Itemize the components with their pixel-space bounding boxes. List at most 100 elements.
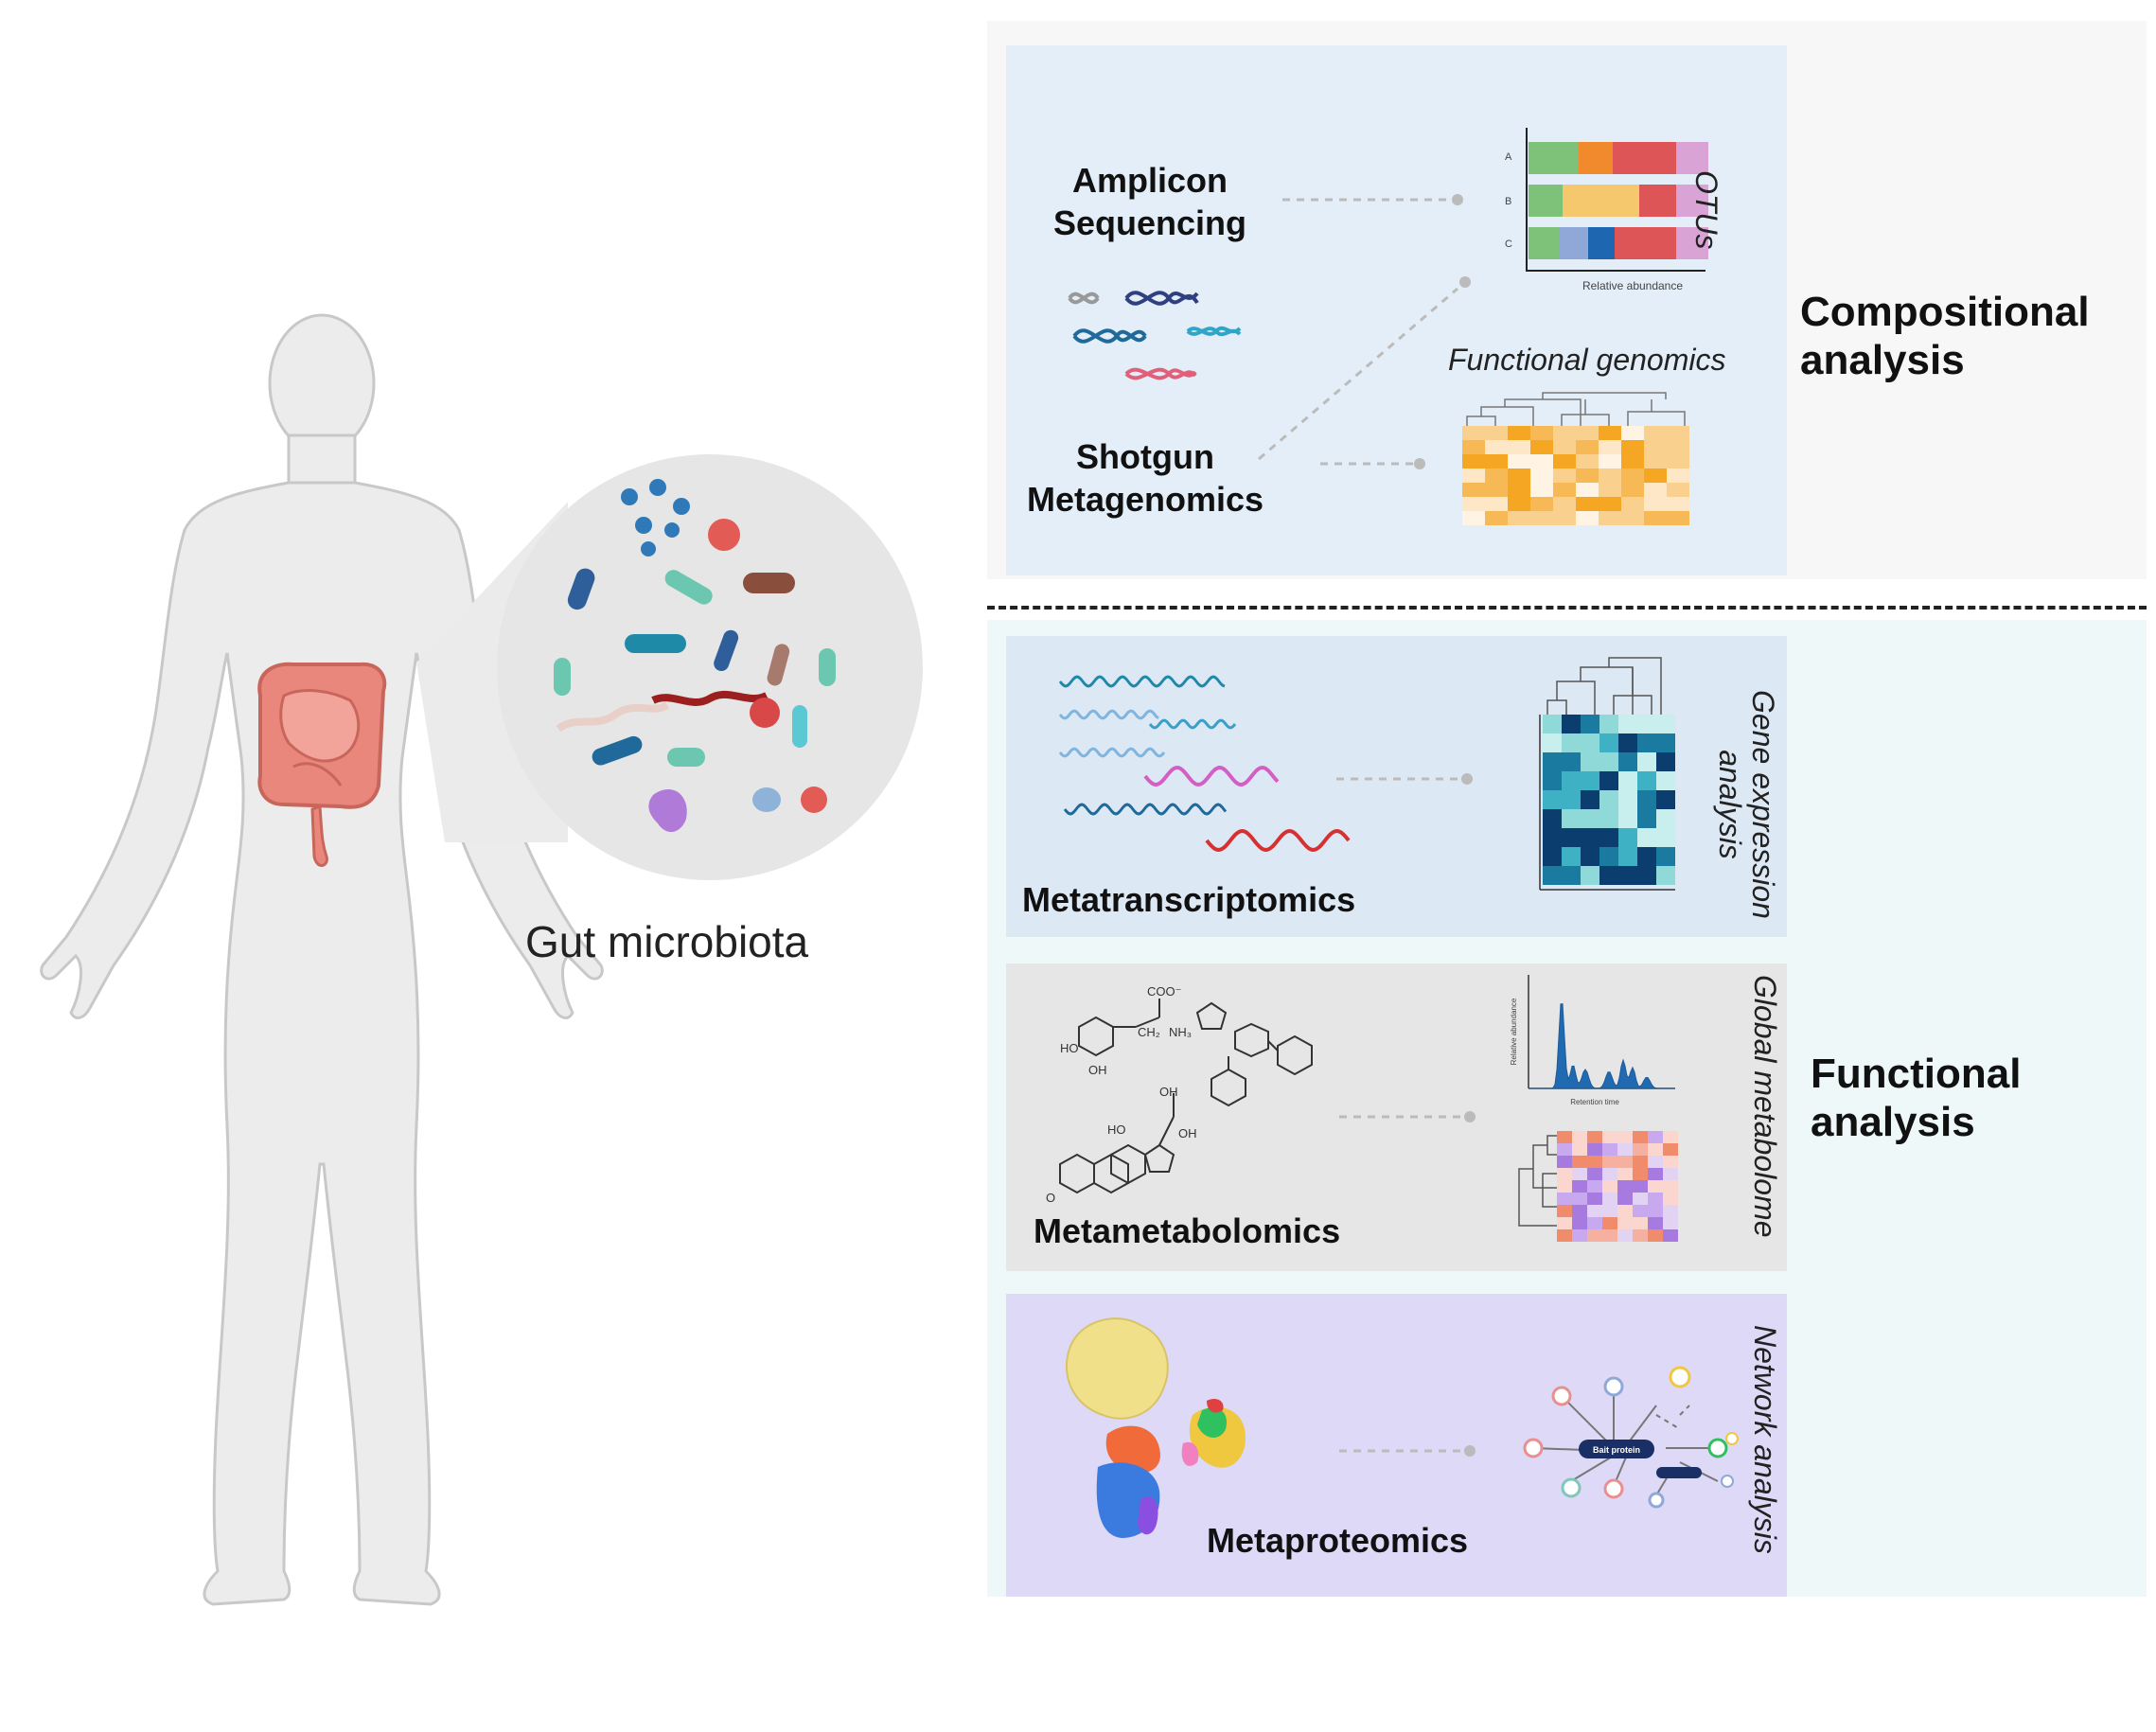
bacterium-icon (625, 634, 686, 653)
virus-cluster-icon (621, 479, 690, 557)
heatmap-cell (1485, 497, 1508, 511)
svg-text:O: O (1046, 1191, 1055, 1205)
heatmap-cell (1557, 1143, 1572, 1156)
heatmap-cell (1637, 828, 1656, 847)
heatmap-cell (1508, 511, 1530, 525)
heatmap-cell (1644, 440, 1667, 454)
heatmap-cell (1572, 1156, 1587, 1168)
heatmap-cell (1530, 497, 1553, 511)
heatmap-cell (1656, 828, 1675, 847)
heatmap-cell (1587, 1205, 1602, 1217)
heatmap-cell (1621, 468, 1644, 483)
heatmap-cell (1663, 1205, 1678, 1217)
heatmap-cell (1618, 790, 1637, 809)
heatmap-cell (1530, 454, 1553, 468)
heatmap-cell (1581, 715, 1599, 733)
otu-row-label: A (1505, 151, 1512, 163)
heatmap-cell (1562, 809, 1581, 828)
dna-icons (1068, 291, 1242, 380)
heatmap-cell (1618, 752, 1637, 771)
gene-expression-heatmap (1539, 657, 1675, 891)
heatmap-cell (1656, 866, 1675, 885)
otu-bar-c (1529, 227, 1708, 259)
heatmap-cell (1572, 1217, 1587, 1229)
svg-text:NH₃: NH₃ (1169, 1025, 1192, 1039)
heatmap-cell (1557, 1229, 1572, 1242)
heatmap-cell (1618, 828, 1637, 847)
heatmap-cell (1562, 866, 1581, 885)
heatmap-cell (1581, 828, 1599, 847)
heatmap-cell (1557, 1180, 1572, 1193)
metatranscriptomics-label: Metatranscriptomics (1022, 880, 1356, 919)
heatmap-cell (1637, 715, 1656, 733)
gut-microbiota-caption: Gut microbiota (525, 917, 809, 966)
heatmap-cell (1462, 440, 1485, 454)
metaproteomics-label: Metaproteomics (1207, 1521, 1469, 1560)
heatmap-cell (1485, 511, 1508, 525)
microbiota-zoom (416, 454, 923, 880)
heatmap-cell (1644, 511, 1667, 525)
svg-text:OH: OH (1178, 1126, 1197, 1140)
heatmap-cell (1637, 771, 1656, 790)
heatmap-cell (1485, 483, 1508, 497)
heatmap-cell (1543, 733, 1562, 752)
otu-row-label: C (1505, 239, 1512, 250)
heatmap-cell (1462, 454, 1485, 468)
heatmap-cell (1621, 454, 1644, 468)
bacterium-icon (743, 573, 795, 593)
heatmap-cell (1553, 440, 1576, 454)
heatmap-cell (1667, 497, 1689, 511)
heatmap-cell (1530, 483, 1553, 497)
heatmap-cell (1644, 483, 1667, 497)
heatmap-cell (1587, 1193, 1602, 1205)
heatmap-cell (1581, 733, 1599, 752)
heatmap-cell (1667, 426, 1689, 440)
chromatogram-x-label: Retention time (1570, 1098, 1619, 1106)
heatmap-cell (1572, 1168, 1587, 1180)
heatmap-cell (1602, 1156, 1617, 1168)
protein-structures (1065, 1317, 1246, 1538)
heatmap-cell (1587, 1131, 1602, 1143)
compositional-connectors (1258, 194, 1471, 461)
heatmap-cell (1462, 497, 1485, 511)
spirochete-icon (651, 690, 769, 706)
heatmap-cell (1633, 1156, 1648, 1168)
heatmap-cell (1663, 1193, 1678, 1205)
heatmap-cell (1576, 426, 1599, 440)
heatmap-cell (1462, 426, 1485, 440)
heatmap-cell (1599, 847, 1618, 866)
heatmap-cell (1667, 440, 1689, 454)
heatmap-cell (1485, 454, 1508, 468)
heatmap-cell (1637, 809, 1656, 828)
functional-genomics-label: Functional genomics (1448, 343, 1726, 377)
heatmap-cell (1508, 426, 1530, 440)
heatmap-cell (1644, 497, 1667, 511)
heatmap-cell (1602, 1143, 1617, 1156)
heatmap-cell (1587, 1168, 1602, 1180)
heatmap-cell (1557, 1156, 1572, 1168)
heatmap-cell (1656, 733, 1675, 752)
heatmap-cell (1633, 1131, 1648, 1143)
heatmap-cell (1617, 1180, 1633, 1193)
heatmap-cell (1508, 468, 1530, 483)
network-analysis-label: Network analysis (1748, 1325, 1782, 1554)
heatmap-cell (1633, 1143, 1648, 1156)
global-metabolome-label: Global metabolome (1748, 975, 1782, 1238)
heatmap-cell (1667, 468, 1689, 483)
virus-icon (801, 786, 827, 813)
heatmap-cell (1599, 468, 1621, 483)
heatmap-cell (1462, 468, 1485, 483)
svg-text:OH: OH (1088, 1063, 1107, 1077)
heatmap-cell (1599, 809, 1618, 828)
heatmap-cell (1621, 440, 1644, 454)
heatmap-cell (1633, 1205, 1648, 1217)
heatmap-cell (1530, 440, 1553, 454)
protozoa-icon (648, 789, 687, 833)
heatmap-cell (1648, 1217, 1663, 1229)
heatmap-cell (1599, 771, 1618, 790)
heatmap-cell (1599, 752, 1618, 771)
bacterium-icon (664, 570, 713, 605)
heatmap-cell (1637, 752, 1656, 771)
bacterium-icon (767, 644, 790, 686)
